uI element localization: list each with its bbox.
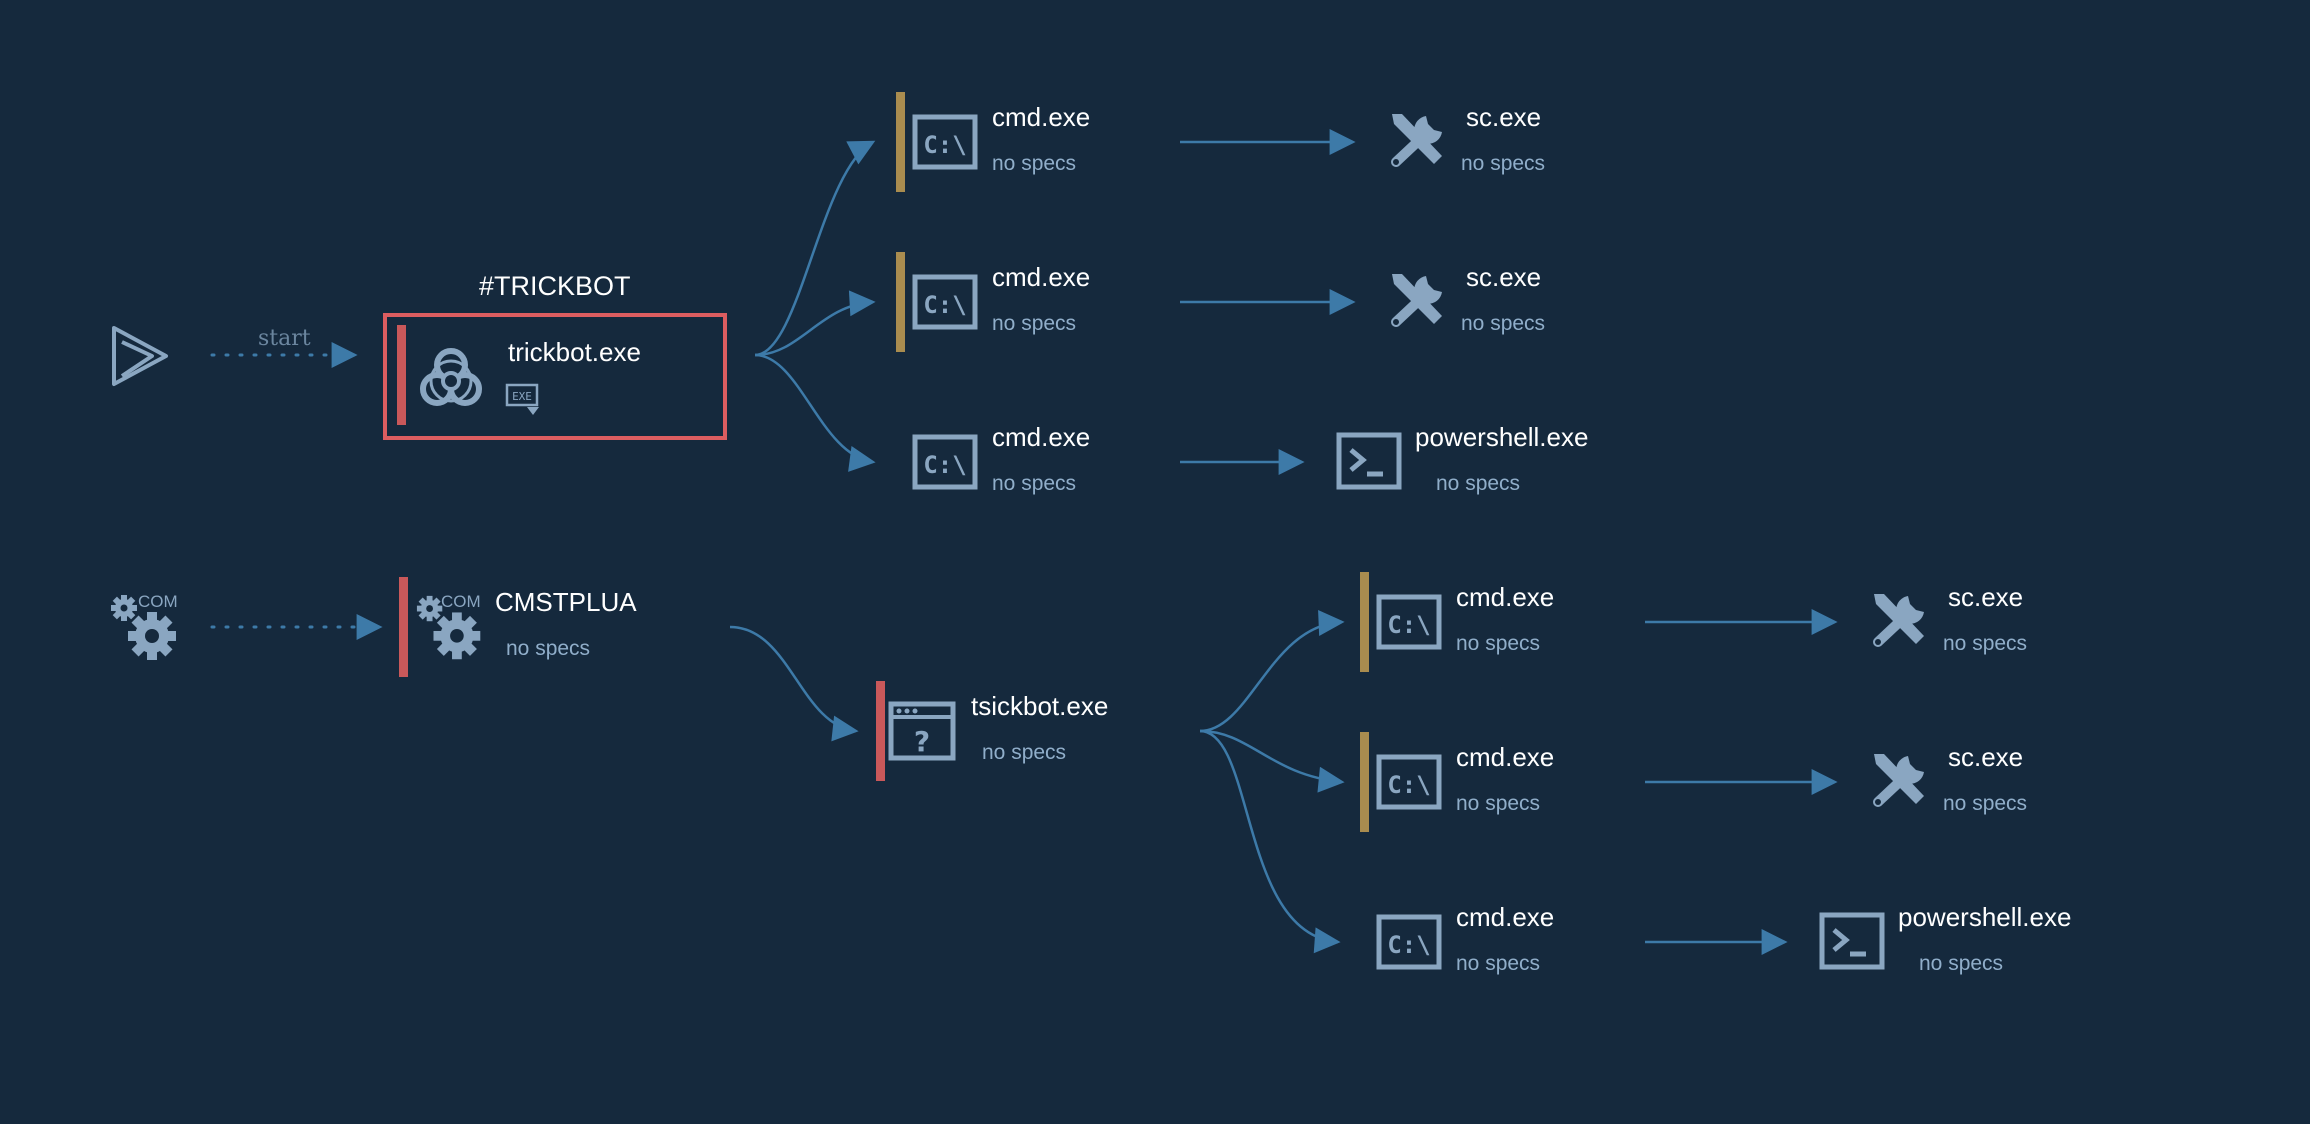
node-label: sc.exe	[1948, 742, 2024, 772]
svg-text:C:\: C:\	[923, 291, 966, 319]
process-node-powershell-2[interactable]: powershell.exe no specs	[1815, 892, 2105, 992]
powershell-icon	[1819, 912, 1885, 970]
svg-text:EXE: EXE	[512, 390, 532, 403]
svg-text:C:\: C:\	[923, 451, 966, 479]
node-label: cmd.exe	[1456, 742, 1555, 772]
tools-icon	[1391, 274, 1442, 327]
node-status-bar	[1360, 732, 1369, 832]
svg-text:?: ?	[914, 725, 930, 758]
node-status-bar	[896, 252, 905, 352]
cmd-icon: C:\	[912, 434, 978, 490]
process-node-cmd-5[interactable]: C:\ cmd.exe no specs	[1360, 732, 1580, 832]
tools-icon	[1391, 114, 1442, 167]
node-status-bar	[397, 325, 406, 425]
node-status-bar	[1360, 572, 1369, 672]
node-label: tsickbot.exe	[971, 691, 1109, 721]
node-label: sc.exe	[1466, 262, 1542, 292]
process-node-powershell-1[interactable]: powershell.exe no specs	[1332, 412, 1612, 512]
edge-n_cmstplua-to-n_tsickbot	[729, 625, 859, 742]
process-node-cmd-4[interactable]: C:\ cmd.exe no specs	[1360, 572, 1580, 672]
process-node-sc-3[interactable]: sc.exe no specs	[1862, 572, 2062, 672]
com-icon-label: COM	[441, 592, 481, 611]
cmd-icon: C:\	[1376, 754, 1442, 810]
edge-n_trickbot-to-n_cmd3	[754, 353, 876, 472]
process-node-cmd-3[interactable]: C:\ cmd.exe no specs	[896, 412, 1116, 512]
node-label: cmd.exe	[992, 102, 1091, 132]
node-label: powershell.exe	[1415, 422, 1589, 452]
node-status-bar	[876, 681, 885, 781]
tools-icon	[1873, 754, 1924, 807]
node-label: cmd.exe	[1456, 582, 1555, 612]
node-spec: no specs	[992, 152, 1077, 175]
node-label: trickbot.exe	[508, 337, 641, 367]
node-spec: no specs	[1461, 152, 1546, 175]
node-spec: no specs	[1943, 632, 2028, 655]
node-status-bar	[896, 92, 905, 192]
svg-text:C:\: C:\	[923, 131, 966, 159]
process-node-sc-4[interactable]: sc.exe no specs	[1862, 732, 2062, 832]
entry-start[interactable]: start	[104, 318, 374, 394]
node-spec: no specs	[992, 472, 1077, 495]
node-spec: no specs	[992, 312, 1077, 335]
node-label: cmd.exe	[1456, 902, 1555, 932]
cmd-icon: C:\	[912, 114, 978, 170]
node-status-bar	[399, 577, 408, 677]
edge-n_trickbot-to-n_cmd1	[754, 140, 876, 357]
node-label: powershell.exe	[1898, 902, 2072, 932]
com-icon-label: COM	[138, 592, 178, 611]
svg-text:C:\: C:\	[1387, 771, 1430, 799]
node-label: CMSTPLUA	[495, 587, 637, 617]
entry-com[interactable]: COM	[108, 590, 188, 670]
node-spec: no specs	[982, 741, 1067, 764]
node-label: sc.exe	[1948, 582, 2024, 612]
edge-n_tsickbot-to-n_cmd6	[1199, 729, 1341, 954]
com-gear-icon	[416, 595, 481, 660]
node-spec: no specs	[1456, 632, 1541, 655]
cmd-icon: C:\	[1376, 594, 1442, 650]
powershell-icon	[1336, 432, 1402, 490]
start-edge-label: start	[258, 326, 311, 351]
edge-n_trickbot-to-n_cmd2	[754, 290, 876, 357]
process-node-cmd-1[interactable]: C:\ cmd.exe no specs	[896, 92, 1116, 192]
highlight-box	[383, 313, 727, 440]
svg-text:C:\: C:\	[1387, 611, 1430, 639]
tools-icon	[1873, 594, 1924, 647]
node-spec: no specs	[1461, 312, 1546, 335]
node-label: cmd.exe	[992, 422, 1091, 452]
process-node-tsickbot[interactable]: ? tsickbot.exe no specs	[876, 681, 1136, 781]
process-node-sc-1[interactable]: sc.exe no specs	[1380, 92, 1580, 192]
process-node-cmd-2[interactable]: C:\ cmd.exe no specs	[896, 252, 1116, 352]
node-label: sc.exe	[1466, 102, 1542, 132]
cmd-icon: C:\	[912, 274, 978, 330]
node-spec: no specs	[1943, 792, 2028, 815]
edge-n_tsickbot-to-n_cmd4	[1199, 610, 1345, 733]
node-spec: no specs	[1456, 792, 1541, 815]
node-spec: no specs	[1456, 952, 1541, 975]
cmd-icon: C:\	[1376, 914, 1442, 970]
node-label: cmd.exe	[992, 262, 1091, 292]
process-node-cmd-6[interactable]: C:\ cmd.exe no specs	[1360, 892, 1580, 992]
biohazard-icon	[420, 348, 482, 406]
process-node-cmstplua[interactable]: COM CMSTPLUA no specs	[399, 577, 699, 677]
edge-n_tsickbot-to-n_cmd5	[1199, 729, 1345, 793]
exe-file-icon: EXE	[505, 383, 539, 415]
node-spec: no specs	[1436, 472, 1521, 495]
process-node-sc-2[interactable]: sc.exe no specs	[1380, 252, 1580, 352]
node-spec: no specs	[1919, 952, 2004, 975]
process-node-trickbot[interactable]: trickbot.exe EXE	[397, 325, 717, 429]
com-gear-icon	[111, 595, 176, 660]
node-spec: no specs	[506, 637, 591, 660]
highlight-tag: #TRICKBOT	[479, 271, 631, 301]
unknown-window-icon: ?	[888, 701, 956, 761]
svg-text:C:\: C:\	[1387, 931, 1430, 959]
play-icon	[112, 326, 168, 386]
